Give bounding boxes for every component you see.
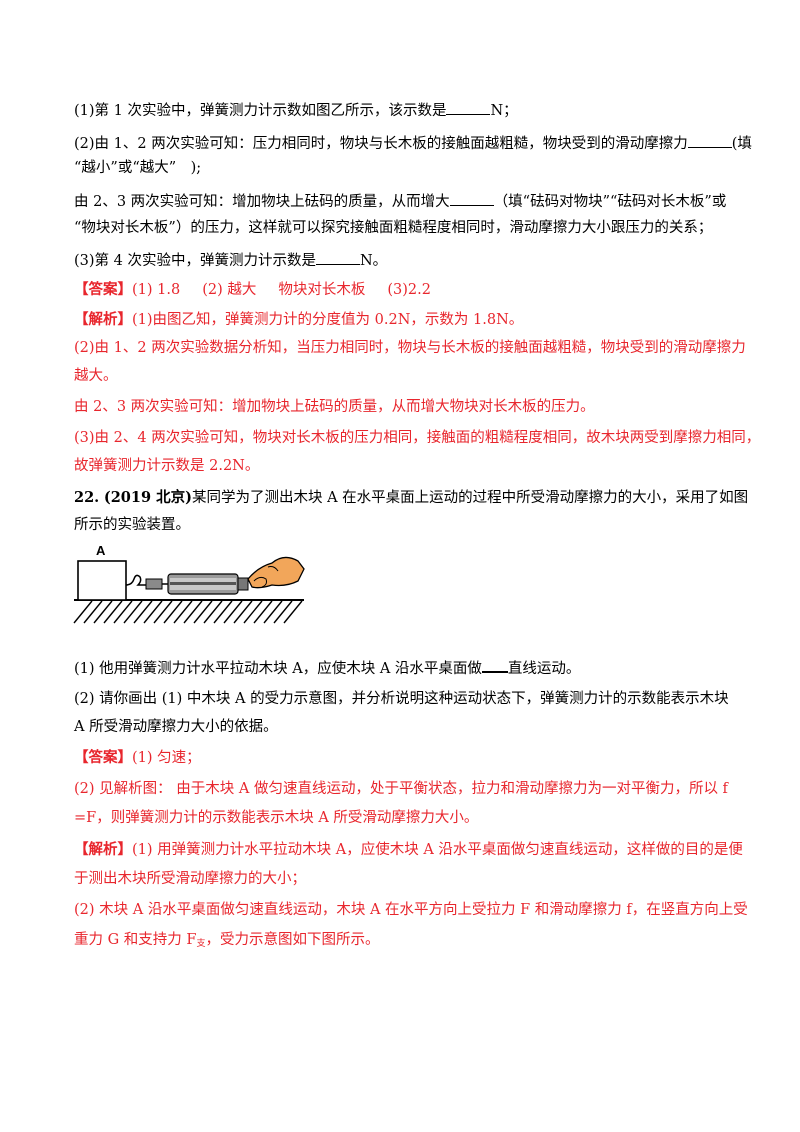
answer-blank: [687, 133, 732, 148]
q22-q2-line1: (2) 请你画出 (1) 中木块 A 的受力示意图，并分析说明这种运动状态下，弹…: [74, 691, 729, 707]
spring-scale-end: [145, 578, 163, 590]
q22-stem-1: 22. (2019 北京)某同学为了测出木块 A 在水平桌面上运动的过程中所受滑…: [74, 489, 749, 506]
answer-blank: [449, 191, 494, 206]
q21-part2-options-b: “物块对长木板”）的压力，这样就可以探究接触面粗糙程度相同时，滑动摩擦力大小跟压…: [74, 220, 713, 236]
hook: [125, 574, 146, 586]
q21-answer: 【答案】(1) 1.8(2) 越大物块对长木板(3)2.2: [74, 281, 431, 298]
q22-answer-2: (2) 见解析图： 由于木块 A 做匀速直线运动，处于平衡状态，拉力和滑动摩擦力…: [74, 781, 728, 797]
q22-analysis-4: 重力 G 和支持力 F支，受力示意图如下图所示。: [74, 932, 380, 949]
q22-stem-2: 所示的实验装置。: [74, 517, 190, 533]
tabletop: [73, 599, 304, 624]
answer-blank: [315, 250, 360, 265]
q22-answer-3: =F，则弹簧测力计的示数能表示木块 A 所受滑动摩擦力大小。: [74, 810, 479, 826]
q22-q1: (1) 他用弹簧测力计水平拉动木块 A，应使木块 A 沿水平桌面做直线运动。: [74, 657, 580, 679]
q21-analysis-2: (2)由 1、2 两次实验数据分析知，当压力相同时，物块与长木板的接触面越粗糙，…: [74, 340, 746, 356]
q21-analysis-5: (3)由 2、4 两次实验可知，物块对长木板的压力相同，接触面的粗糙程度相同，故…: [74, 430, 761, 446]
q22-analysis-1: 【解析】(1) 用弹簧测力计水平拉动木块 A，应使木块 A 沿水平桌面做匀速直线…: [74, 841, 743, 858]
wooden-block-a: [77, 560, 127, 601]
answer-blank: [446, 100, 491, 115]
answer-blank: [481, 657, 508, 673]
hand-icon: [247, 556, 305, 589]
q22-q2-line2: A 所受滑动摩擦力大小的依据。: [74, 719, 278, 735]
experiment-figure: A: [73, 543, 305, 624]
q21-part2: (2)由 1、2 两次实验可知：压力相同时，物块与长木板的接触面越粗糙，物块受到…: [74, 133, 752, 154]
q21-part2-options: “越小”或“越大” );: [74, 160, 202, 176]
q21-analysis-4: 由 2、3 两次实验可知：增加物块上砝码的质量，从而增大物块对长木板的压力。: [74, 399, 595, 415]
q21-analysis-6: 故弹簧测力计示数是 2.2N。: [74, 458, 260, 474]
q21-part2-second: 由 2、3 两次实验可知：增加物块上砝码的质量，从而增大（填“砝码对物块”“砝码…: [74, 191, 726, 212]
q21-analysis-3: 越大。: [74, 368, 118, 384]
q22-answer-1: 【答案】(1) 匀速；: [74, 749, 201, 766]
block-label: A: [96, 543, 106, 558]
q21-analysis-1: 【解析】(1)由图乙知，弹簧测力计的分度值为 0.2N，示数为 1.8N。: [74, 311, 524, 328]
q22-analysis-2: 于测出木块所受滑动摩擦力的大小；: [74, 871, 306, 887]
q22-analysis-3: (2) 木块 A 沿水平桌面做匀速直线运动，木块 A 在水平方向上受拉力 F 和…: [74, 902, 748, 918]
